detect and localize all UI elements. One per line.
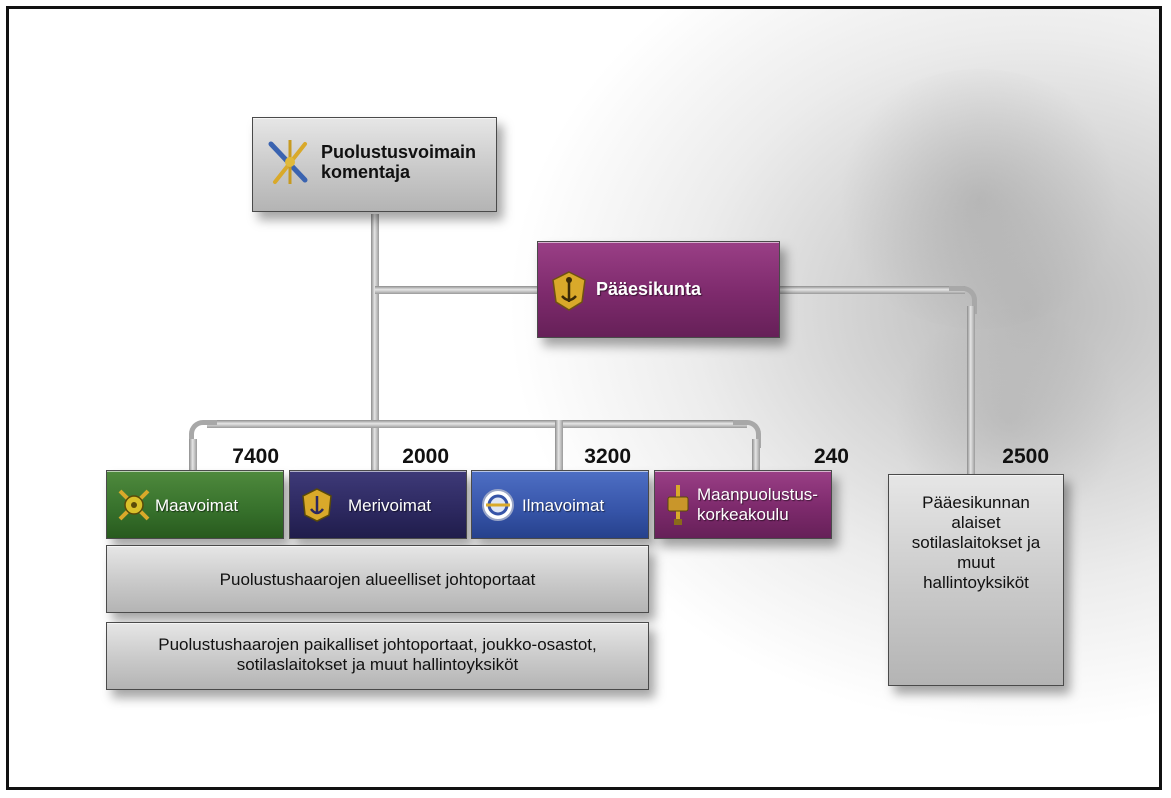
branch-box-air[interactable]: Ilmavoimat — [471, 470, 649, 539]
connector-pipe — [375, 286, 539, 294]
connector-pipe — [371, 214, 379, 472]
connector-pipe — [555, 420, 563, 472]
branch-label-air: Ilmavoimat — [522, 496, 605, 515]
background-swirl — [829, 69, 1129, 329]
subordinate-line: sotilaslaitokset ja — [911, 533, 1041, 552]
air-force-emblem-icon — [482, 489, 514, 521]
commander-label: Puolustusvoimain komentaja — [321, 142, 476, 182]
connector-pipe — [779, 286, 965, 294]
branch-count-navy: 2000 — [402, 445, 449, 468]
connector-elbow — [949, 286, 977, 314]
connector-elbow — [189, 420, 217, 448]
branch-label-army: Maavoimat — [155, 496, 239, 515]
sword-emblem-icon — [667, 485, 689, 525]
subordinate-line: hallintoyksiköt — [923, 573, 1029, 592]
branch-label-navy: Merivoimat — [348, 496, 432, 515]
university-box[interactable]: Maanpuolustus- korkeakoulu — [654, 470, 832, 539]
subordinate-count: 2500 — [1002, 445, 1049, 468]
connector-pipe — [752, 439, 760, 472]
connector-pipe — [967, 306, 975, 476]
lion-anchor-emblem-icon — [552, 271, 586, 311]
navy-emblem-icon — [302, 488, 332, 522]
branch-box-army[interactable]: Maavoimat — [106, 470, 284, 539]
branch-count-air: 3200 — [584, 445, 631, 468]
university-label: Maanpuolustus- korkeakoulu — [697, 485, 818, 525]
university-label-line2: korkeakoulu — [697, 505, 789, 524]
commander-label-line2: komentaja — [321, 162, 411, 182]
local-units-label-line2: sotilaslaitokset ja muut hallintoyksiköt — [236, 655, 519, 674]
connector-pipe — [189, 439, 197, 472]
regional-command-label: Puolustushaarojen alueelliset johtoporta… — [219, 570, 536, 589]
subordinate-line: muut — [957, 553, 995, 572]
org-chart: Puolustusvoimain komentaja Pääesikunta 7… — [6, 6, 1162, 790]
subordinate-line: alaiset — [951, 513, 1001, 532]
commander-box[interactable]: Puolustusvoimain komentaja — [252, 117, 497, 212]
university-count: 240 — [813, 445, 849, 468]
branch-box-navy[interactable]: Merivoimat — [289, 470, 467, 539]
defence-command-label: Pääesikunta — [596, 279, 702, 299]
army-emblem-icon — [118, 489, 150, 521]
subordinate-box[interactable]: Pääesikunnan alaiset sotilaslaitokset ja… — [888, 474, 1064, 686]
connector-pipe — [207, 420, 747, 428]
local-units-label-line1: Puolustushaarojen paikalliset johtoporta… — [158, 635, 597, 654]
university-label-line1: Maanpuolustus- — [697, 485, 818, 504]
defence-command-box[interactable]: Pääesikunta — [537, 241, 780, 338]
local-units-label: Puolustushaarojen paikalliset johtoporta… — [107, 635, 648, 675]
subordinate-line: Pääesikunnan — [922, 493, 1030, 512]
subordinate-label: Pääesikunnan alaiset sotilaslaitokset ja… — [889, 493, 1063, 593]
crossed-batons-icon — [268, 140, 308, 184]
commander-label-line1: Puolustusvoimain — [321, 142, 477, 162]
connector-elbow — [733, 420, 761, 448]
local-units-box[interactable]: Puolustushaarojen paikalliset johtoporta… — [106, 622, 649, 690]
regional-command-box[interactable]: Puolustushaarojen alueelliset johtoporta… — [106, 545, 649, 613]
branch-count-army: 7400 — [232, 445, 279, 468]
